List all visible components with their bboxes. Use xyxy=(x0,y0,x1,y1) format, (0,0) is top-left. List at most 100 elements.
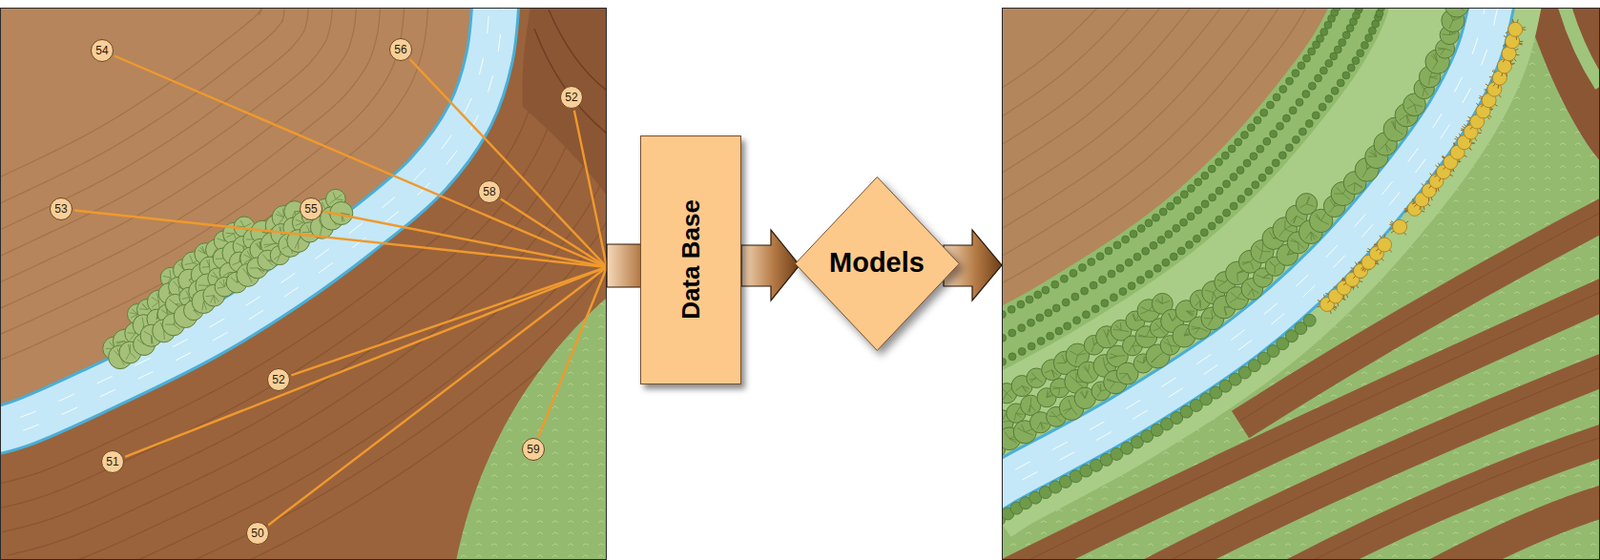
tree-vein xyxy=(1321,220,1330,225)
orchard-tree xyxy=(1109,293,1118,302)
tree-vein xyxy=(1168,312,1173,321)
orchard-tree xyxy=(1221,151,1229,160)
tree-vein xyxy=(1051,411,1057,417)
tree-vein xyxy=(264,244,273,249)
yellow-shrub xyxy=(1373,234,1393,255)
orchard-tree xyxy=(1365,34,1373,42)
tree-vein xyxy=(1406,115,1411,124)
orchard-tree xyxy=(1260,108,1268,117)
tree-vein xyxy=(1151,355,1159,363)
tree-vein xyxy=(1395,129,1404,136)
orchard-tree xyxy=(1325,95,1333,104)
tree-vein xyxy=(1115,325,1122,331)
tree-vein xyxy=(240,220,245,228)
tree-vein xyxy=(1237,298,1247,301)
tree-vein xyxy=(1029,377,1037,380)
tree-vein xyxy=(306,225,310,232)
callout-number: 52 xyxy=(560,85,583,109)
orchard-tree xyxy=(1265,166,1273,175)
tree-vein xyxy=(202,301,205,311)
orchard-tree xyxy=(1159,207,1167,216)
grass-field xyxy=(456,297,607,560)
tree-vein xyxy=(1414,104,1424,107)
tree-vein xyxy=(1127,374,1133,381)
tree-vein xyxy=(1138,334,1146,337)
tree-vein xyxy=(1106,378,1116,382)
tree-vein xyxy=(1195,293,1201,301)
tree-vein xyxy=(1016,386,1023,392)
orchard-tree xyxy=(1249,152,1258,161)
panel-frame xyxy=(1002,8,1600,560)
tree-vein xyxy=(1296,215,1304,220)
orchard-tree xyxy=(1201,200,1209,208)
orchard-tree xyxy=(1263,137,1271,146)
tree-vein xyxy=(213,295,215,304)
orchard-tree xyxy=(1018,347,1026,355)
orchard-tree xyxy=(1055,327,1063,335)
tree-vein xyxy=(1242,261,1250,265)
tree-vein xyxy=(1249,261,1254,270)
furrow xyxy=(0,7,287,229)
tree-vein xyxy=(1036,377,1042,383)
orchard-tree xyxy=(1215,158,1224,167)
callout-number: 55 xyxy=(299,197,323,221)
tree-vein xyxy=(151,301,159,308)
tree-vein xyxy=(1106,336,1110,345)
tree-vein xyxy=(335,199,344,201)
orchard-tree xyxy=(1078,263,1086,271)
tree-vein xyxy=(1246,282,1253,289)
orchard-tree xyxy=(1360,41,1369,50)
orchard-tree xyxy=(1096,252,1104,261)
orchard-tree xyxy=(1229,202,1238,210)
orchard-tree xyxy=(1133,252,1142,261)
orchard-tree xyxy=(1342,31,1351,40)
orchard-tree xyxy=(1180,190,1188,199)
tree-vein xyxy=(178,287,180,295)
tree-vein xyxy=(1075,354,1078,364)
tree-vein xyxy=(244,223,251,228)
orchard-tree xyxy=(1137,224,1145,232)
orchard-tree xyxy=(1234,138,1243,146)
tree-vein xyxy=(182,296,189,299)
tree-vein xyxy=(1385,144,1392,151)
river xyxy=(0,7,504,442)
orchard-tree xyxy=(1298,127,1307,136)
orchard-tree xyxy=(1063,322,1072,331)
tree-vein xyxy=(206,295,214,297)
tree-vein xyxy=(1141,311,1149,314)
orchard-tree xyxy=(1251,181,1260,189)
tree-vein xyxy=(1006,393,1013,398)
tree-vein xyxy=(1224,307,1226,316)
callout-number: 52 xyxy=(267,368,291,392)
tree-vein xyxy=(151,335,153,345)
orchard-tree xyxy=(1253,116,1262,125)
orchard-tree xyxy=(1101,299,1109,308)
orchard-tree xyxy=(1272,93,1281,102)
orchard-tree xyxy=(1027,318,1036,327)
orchard-tree xyxy=(1229,172,1238,181)
tree-vein xyxy=(1001,420,1011,422)
orchard-tree xyxy=(1356,49,1365,58)
connector-line xyxy=(290,267,641,375)
node-label: 50 xyxy=(250,527,264,540)
tree-vein xyxy=(1336,187,1344,194)
tree-vein xyxy=(295,219,304,223)
tree-vein xyxy=(1186,311,1194,316)
tree-vein xyxy=(1353,183,1356,192)
tree-vein xyxy=(1433,62,1438,70)
tree-vein xyxy=(150,335,152,345)
tree-vein xyxy=(1097,391,1102,397)
tree-vein xyxy=(1354,183,1363,188)
tree-vein xyxy=(1354,183,1362,188)
orchard-tree xyxy=(1007,305,1016,313)
tree-vein xyxy=(1262,250,1271,252)
tree-vein xyxy=(1442,33,1451,36)
decision-diamond: Models xyxy=(794,176,960,352)
tree-vein xyxy=(142,303,148,310)
orchard-tree xyxy=(1336,79,1345,87)
tree-vein xyxy=(1343,193,1351,200)
orchard-tree xyxy=(1266,101,1274,109)
tree-vein xyxy=(1069,351,1078,355)
orchard-tree xyxy=(1208,193,1217,202)
